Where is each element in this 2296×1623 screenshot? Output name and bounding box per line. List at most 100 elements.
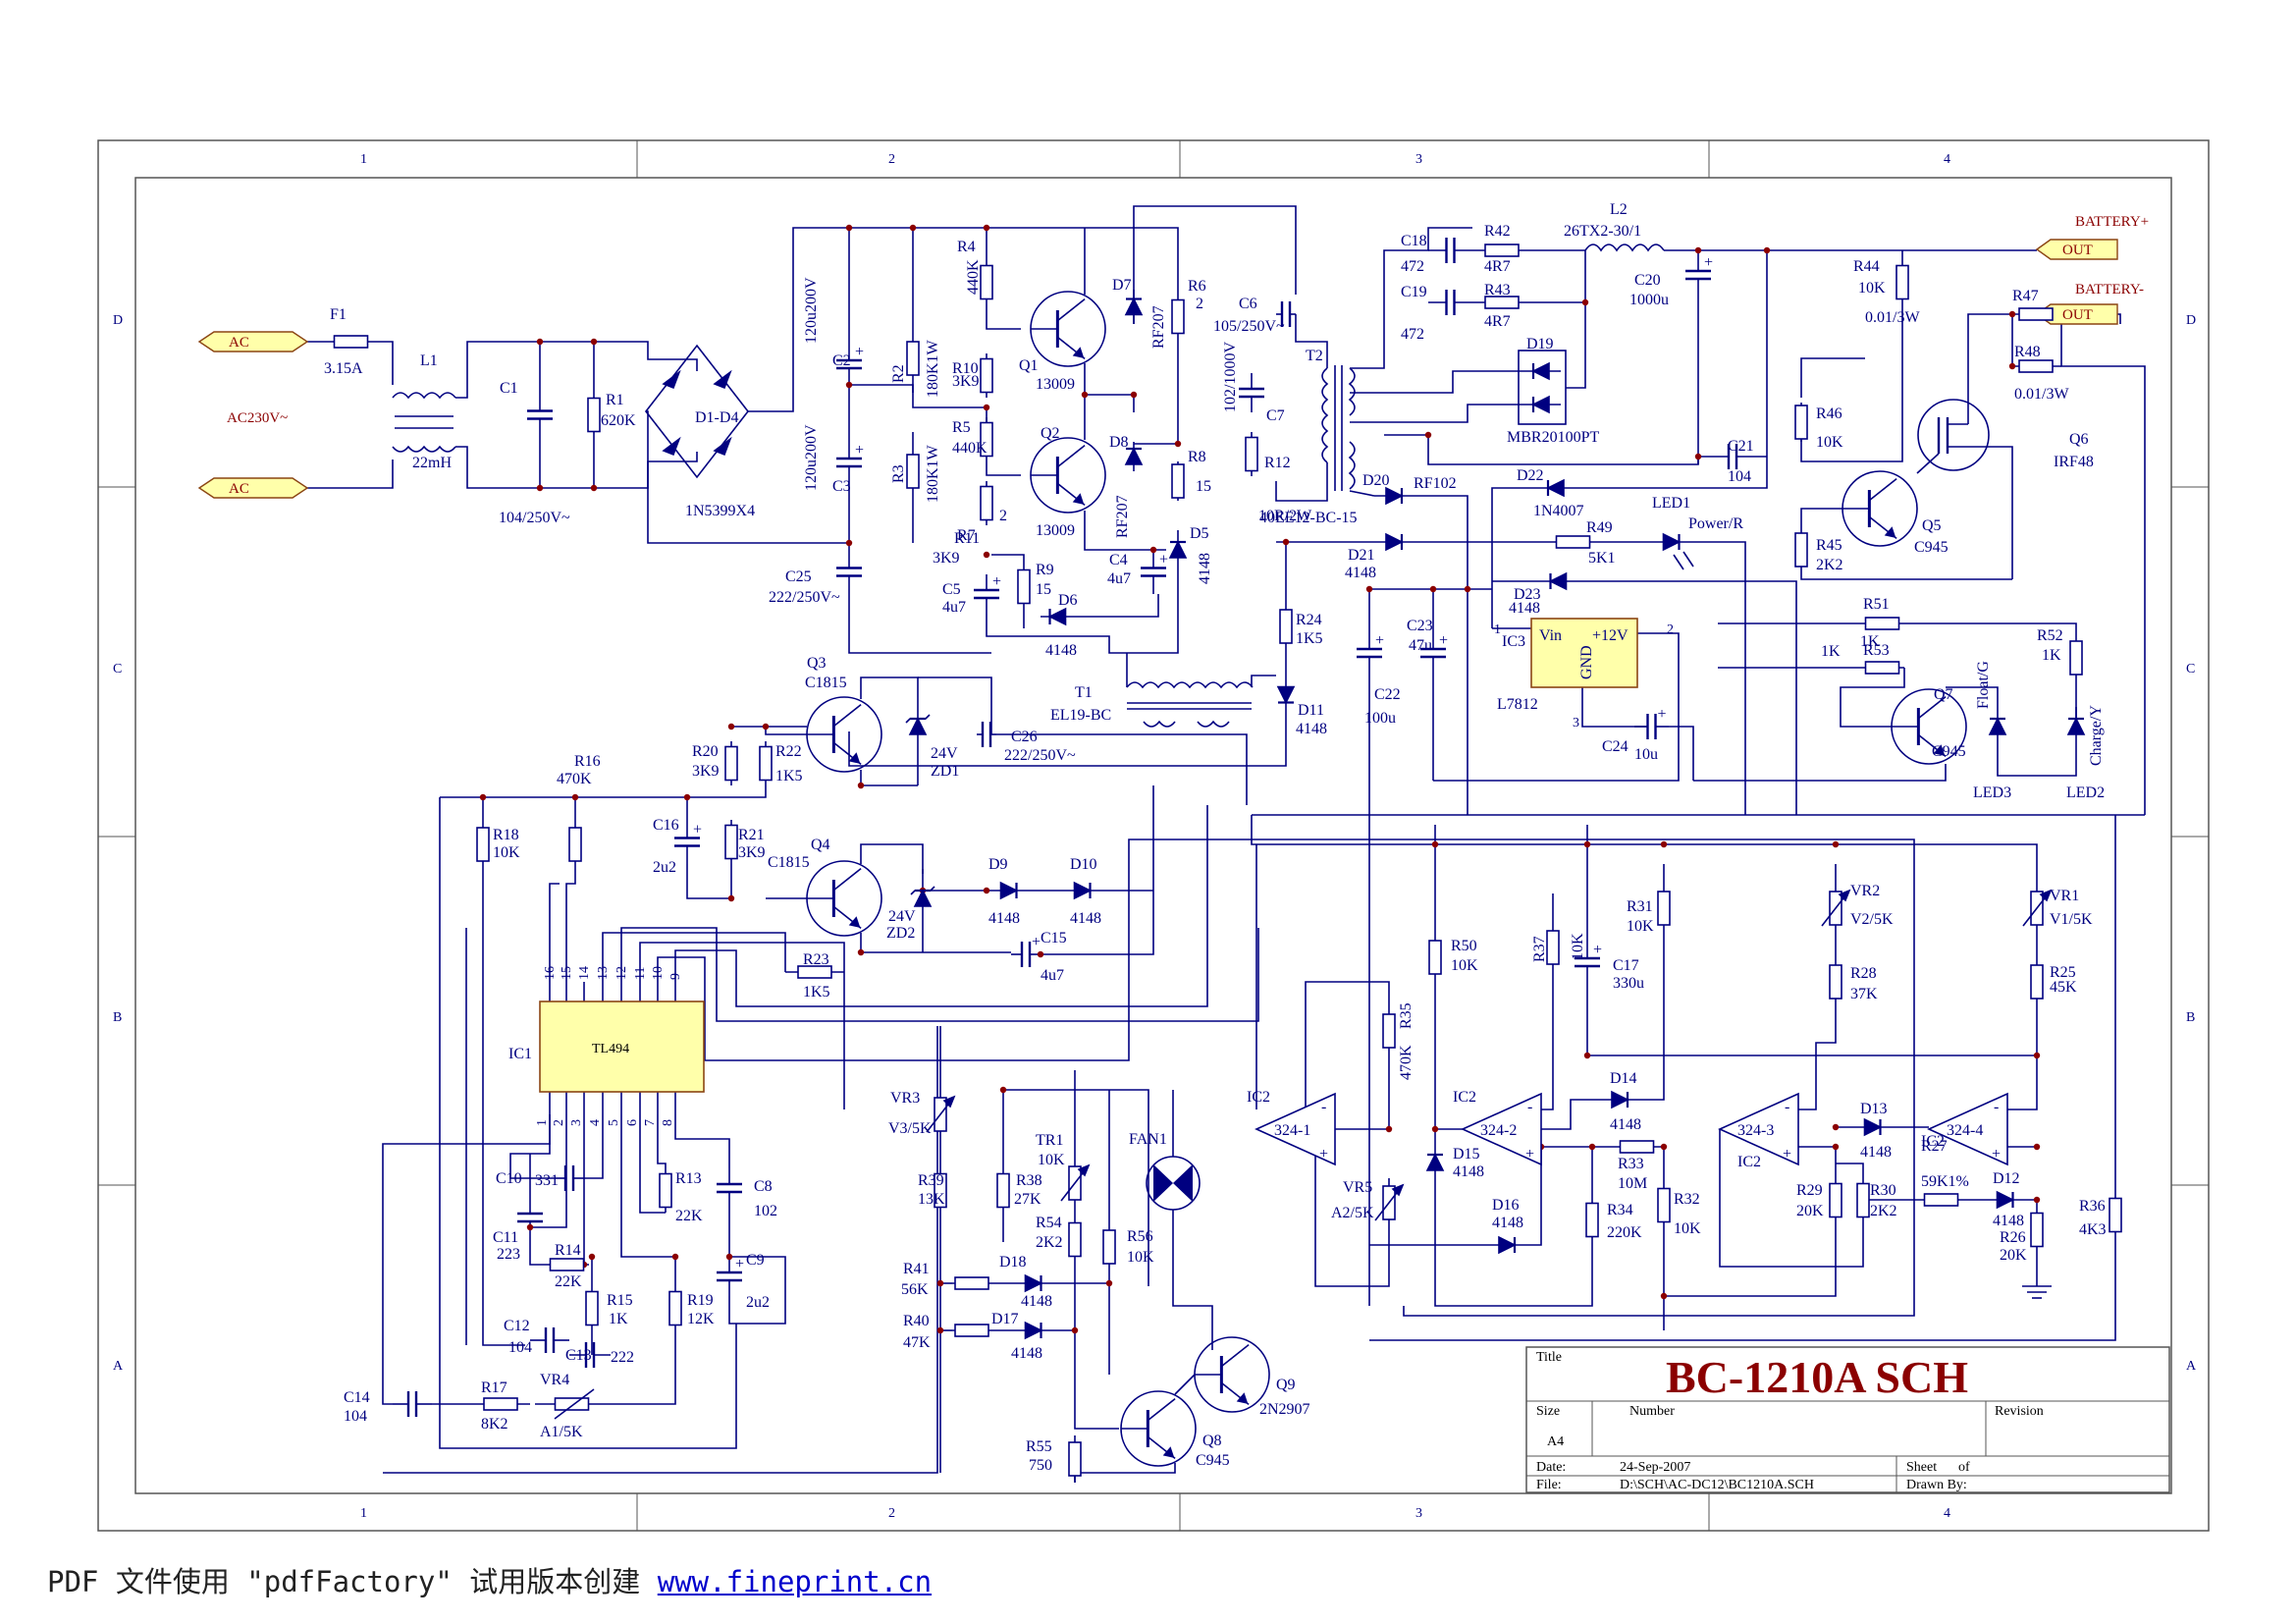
resistor: [1484, 243, 1520, 257]
component-label: 45K: [2050, 979, 2077, 996]
junction-dot: [1832, 840, 1840, 848]
resistor: [1068, 1441, 1082, 1477]
component-label: C13: [565, 1347, 592, 1364]
pdf-footer: PDF 文件使用 "pdfFactory" 试用版本创建 www.finepri…: [47, 1559, 932, 1600]
ic-pin: 2: [552, 1119, 566, 1126]
resistor: [668, 1290, 682, 1326]
ic-TL494: [539, 1001, 705, 1093]
component-label: 222: [611, 1349, 634, 1366]
component-label: IC2: [1921, 1133, 1945, 1150]
component-label: 4148: [988, 910, 1020, 927]
wire: [1074, 1262, 1119, 1430]
op-amp-ref: IC2: [1247, 1089, 1270, 1106]
component-label: Q8: [1202, 1433, 1222, 1449]
op-amp-label: 324-3: [1737, 1122, 1774, 1139]
wire: [1840, 668, 1905, 728]
capacitor-polarity: +: [1439, 632, 1448, 649]
component-label: L7812: [1497, 696, 1538, 713]
transistor-arrow: [1162, 1446, 1175, 1458]
bridge-diode: [713, 369, 732, 390]
wire: [1172, 1210, 1213, 1350]
component-label: R11: [954, 530, 980, 547]
date-label: Date:: [1536, 1460, 1566, 1475]
resistor: [1171, 463, 1185, 499]
diode: [1124, 297, 1144, 316]
component-label: 10K: [1570, 933, 1586, 960]
wire: [1798, 1001, 1837, 1110]
bridge-rectifier: [644, 344, 750, 479]
diode: [1996, 1190, 2015, 1210]
capacitor-polarity: +: [1658, 706, 1667, 723]
component-label: 10K: [1627, 918, 1654, 935]
component-label: 13009: [1036, 376, 1075, 393]
component-label: 102/1000V: [1222, 342, 1239, 412]
component-label: IC3: [1502, 633, 1525, 650]
component-label: R26: [2000, 1229, 2026, 1246]
resistor: [934, 1172, 947, 1209]
component-label: AC230V~: [227, 410, 288, 426]
junction-dot: [1694, 246, 1702, 254]
port-label: BATTERY-: [2075, 282, 2144, 298]
fan-blade: [1153, 1164, 1173, 1202]
component-label: RF207: [1114, 495, 1131, 538]
ic-label: TL494: [592, 1042, 629, 1056]
component-label: V1/5K: [2050, 911, 2093, 928]
component-label: D21: [1348, 547, 1375, 564]
component-label: C18: [1401, 233, 1427, 249]
port-label: BATTERY+: [2075, 214, 2149, 230]
transistor-arrow: [1236, 1392, 1249, 1404]
wire: [1639, 928, 1665, 1101]
wire: [620, 927, 1259, 1022]
wire: [530, 1114, 567, 1228]
outer-border: [97, 139, 2210, 1532]
junction-dot: [1464, 585, 1471, 593]
resistor: [1279, 609, 1293, 644]
wire: [1434, 1178, 1593, 1307]
diode: [1546, 478, 1565, 498]
wire: [1580, 250, 1768, 489]
resistor: [980, 421, 993, 458]
footer-link[interactable]: www.fineprint.cn: [657, 1565, 933, 1598]
component-label: 220K: [1607, 1224, 1642, 1241]
ic-pin: 4: [588, 1119, 603, 1126]
component-label: 22K: [555, 1273, 582, 1290]
junction-dot: [479, 793, 487, 801]
wire: [848, 589, 991, 654]
wire: [439, 797, 737, 1449]
wire: [1251, 815, 1256, 845]
component-label: R13: [675, 1170, 702, 1187]
diode: [1385, 486, 1404, 506]
component-label: 2: [1196, 296, 1203, 312]
component-label: 2N2907: [1259, 1401, 1310, 1418]
wire: [1251, 675, 1276, 687]
component-label: 59K1%: [1921, 1173, 1969, 1190]
junction-dot: [1130, 391, 1138, 399]
wire: [1904, 622, 2077, 638]
transistor-arrow: [848, 916, 861, 928]
component-label: R2: [890, 364, 907, 383]
component-label: C25: [785, 568, 812, 585]
component-label: C17: [1613, 957, 1639, 974]
resistor: [1864, 617, 1900, 630]
wire: [1693, 541, 1746, 815]
junction-dot: [936, 1279, 944, 1287]
resistor: [1546, 930, 1560, 965]
junction-dot: [725, 1253, 733, 1261]
resistor: [549, 1258, 585, 1271]
diode: [1047, 607, 1067, 626]
junction-dot: [845, 224, 853, 232]
regulator-IC3: [1530, 618, 1638, 688]
component-label: D8: [1109, 434, 1129, 451]
wire: [657, 1114, 667, 1168]
resistor: [2030, 964, 2044, 1000]
component-label: 4148: [1860, 1144, 1892, 1161]
component-label: LED3: [1973, 784, 2011, 801]
component-label: A2/5K: [1331, 1205, 1374, 1221]
resistor: [2018, 359, 2054, 373]
resistor: [2018, 307, 2054, 321]
component-label: 180K1W: [925, 339, 941, 398]
title-block-box: [1525, 1346, 2170, 1493]
resistor: [1829, 1182, 1842, 1218]
potentiometer: [942, 1095, 956, 1109]
component-label: R7: [957, 527, 976, 544]
